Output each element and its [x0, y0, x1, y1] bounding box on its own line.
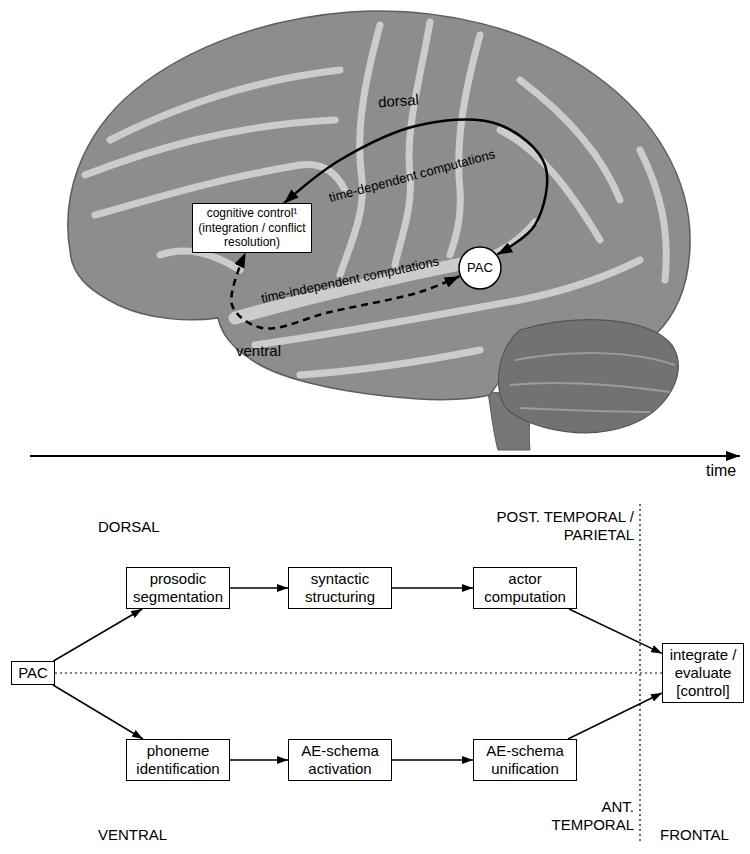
connector	[55, 672, 662, 673]
process-box: AE-schema activation	[288, 739, 392, 781]
node-text: syntactic structuring	[293, 570, 387, 606]
region-label: POST. TEMPORAL / PARIETAL	[476, 508, 634, 544]
connector	[392, 587, 473, 589]
stream-label: DORSAL	[98, 518, 160, 536]
edge-label: time-independent computations	[260, 254, 441, 307]
process-box: phoneme identification	[126, 739, 230, 781]
pac-circle: PAC	[458, 246, 502, 290]
region-label: ANT. TEMPORAL	[542, 798, 634, 834]
process-box: syntactic structuring	[288, 567, 392, 609]
node-text: integrate / evaluate [control]	[667, 646, 739, 700]
node-text: prosodic segmentation	[131, 570, 225, 606]
process-box: AE-schema unification	[473, 739, 577, 781]
node-text: PAC	[467, 260, 493, 276]
node-text: phoneme identification	[131, 742, 225, 778]
region-label: FRONTAL	[660, 826, 729, 844]
connector	[392, 759, 473, 761]
connector	[568, 693, 662, 739]
control-box: integrate / evaluate [control]	[662, 643, 744, 703]
process-box: prosodic segmentation	[126, 567, 230, 609]
node-text: actor computation	[478, 570, 572, 606]
process-box: actor computation	[473, 567, 577, 609]
stream-label: VENTRAL	[98, 826, 167, 844]
connector	[284, 120, 547, 255]
node-text: AE-schema unification	[478, 742, 572, 778]
circle-shape	[459, 247, 501, 289]
connector	[569, 609, 662, 653]
node-text: cognitive control¹ (integration / confli…	[197, 206, 307, 249]
node-text: PAC	[16, 664, 50, 682]
pac-box: PAC	[11, 661, 55, 685]
control-box: cognitive control¹ (integration / confli…	[192, 203, 312, 252]
connector	[53, 609, 142, 661]
pathway-label: dorsal	[377, 91, 419, 112]
cerebellum-folia	[510, 353, 675, 412]
time-axis	[30, 455, 740, 457]
connector	[231, 253, 459, 329]
connector	[53, 685, 143, 739]
axis-label: time	[706, 461, 736, 480]
node-text: AE-schema activation	[293, 742, 387, 778]
gyri	[85, 22, 666, 375]
cerebellum	[499, 320, 679, 433]
connector	[230, 587, 288, 589]
edge-label: time-dependent computations	[327, 146, 496, 205]
connector	[230, 759, 288, 761]
pathway-label: ventral	[236, 342, 281, 360]
